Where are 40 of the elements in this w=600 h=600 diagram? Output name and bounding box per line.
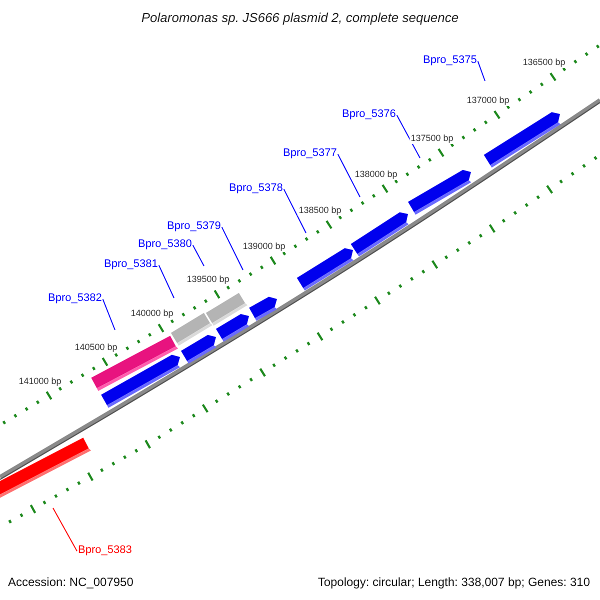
position-label: 137000 bp [466,94,510,106]
gene-label: Bpro_5375 [423,54,477,67]
leader-line [396,114,420,158]
position-label: 140000 bp [130,308,174,320]
position-label: 137500 bp [410,132,454,144]
gene-block [249,296,278,321]
gene-label: Bpro_5380 [138,238,192,251]
leader-line [102,298,116,330]
leader-line [192,244,204,266]
leader-line [337,154,360,198]
gene-label: Bpro_5378 [229,182,283,195]
accession-text: Accession: NC_007950 [8,575,134,589]
gene-label: Bpro_5376 [342,108,396,121]
gene-block [408,170,472,215]
position-label: 140500 bp [74,342,118,353]
gene-label: Bpro_5383 [78,544,132,557]
gene-block [101,354,180,408]
position-label: 138500 bp [298,204,342,216]
gene-block [180,334,216,364]
leader-line [221,226,244,270]
leader-line [158,264,174,298]
position-label: 136500 bp [522,56,566,68]
position-label: 141000 bp [18,376,62,386]
position-label: 138000 bp [354,168,398,180]
gene-label: Bpro_5382 [48,292,102,305]
diagram-title: Polaromonas sp. JS666 plasmid 2, complete sequence [140,10,460,25]
leader-line [52,508,78,552]
gene-block [206,292,248,326]
position-label: 139000 bp [242,240,286,252]
topology-text: Topology: circular; Length: 338,007 bp; Genes: 310 [318,575,590,589]
gene-label: Bpro_5381 [104,258,158,271]
gene-block [296,248,354,291]
gene-label: Bpro_5377 [283,147,337,160]
gene-block [216,314,250,342]
gene-label: Bpro_5379 [167,220,221,233]
gene-block [484,112,561,168]
gene-block [350,212,409,257]
leader-line [283,188,306,234]
position-label: 139500 bp [186,274,230,286]
leader-line [477,60,486,82]
